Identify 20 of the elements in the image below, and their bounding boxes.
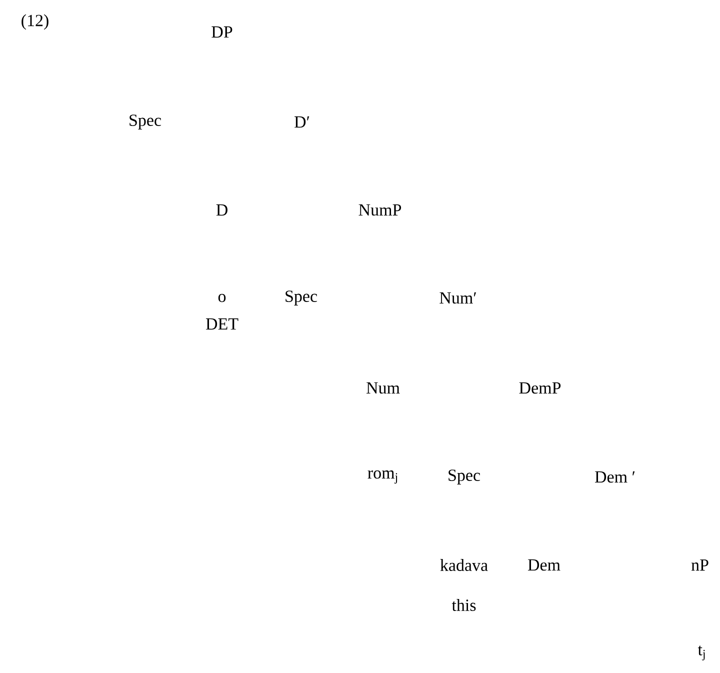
tree-label: DP	[212, 26, 232, 38]
tree-label: nP	[691, 559, 708, 571]
tree-label: Num	[366, 382, 400, 394]
tree-label: kadava	[440, 559, 488, 571]
tree-label: Spec	[130, 114, 161, 130]
tree-label: D	[216, 204, 228, 216]
tree-label: D′	[294, 116, 310, 128]
tree-label: this	[452, 599, 476, 611]
tree-label: Num′	[440, 292, 476, 304]
tree-label: Dem ′	[594, 471, 635, 483]
tree-label: Dem	[528, 559, 560, 571]
tree-label: o	[218, 294, 226, 302]
tree-label: NumP	[358, 204, 402, 216]
tree-label: rom$_{j}$	[368, 470, 398, 484]
tree-label: DemP	[519, 382, 561, 394]
tree-label: Spec	[286, 290, 317, 306]
example-number: (12)	[22, 14, 48, 30]
tree-label: t$_{j}$	[698, 646, 705, 660]
tree-label: Spec	[448, 470, 480, 484]
tree-label: DET	[206, 318, 238, 330]
